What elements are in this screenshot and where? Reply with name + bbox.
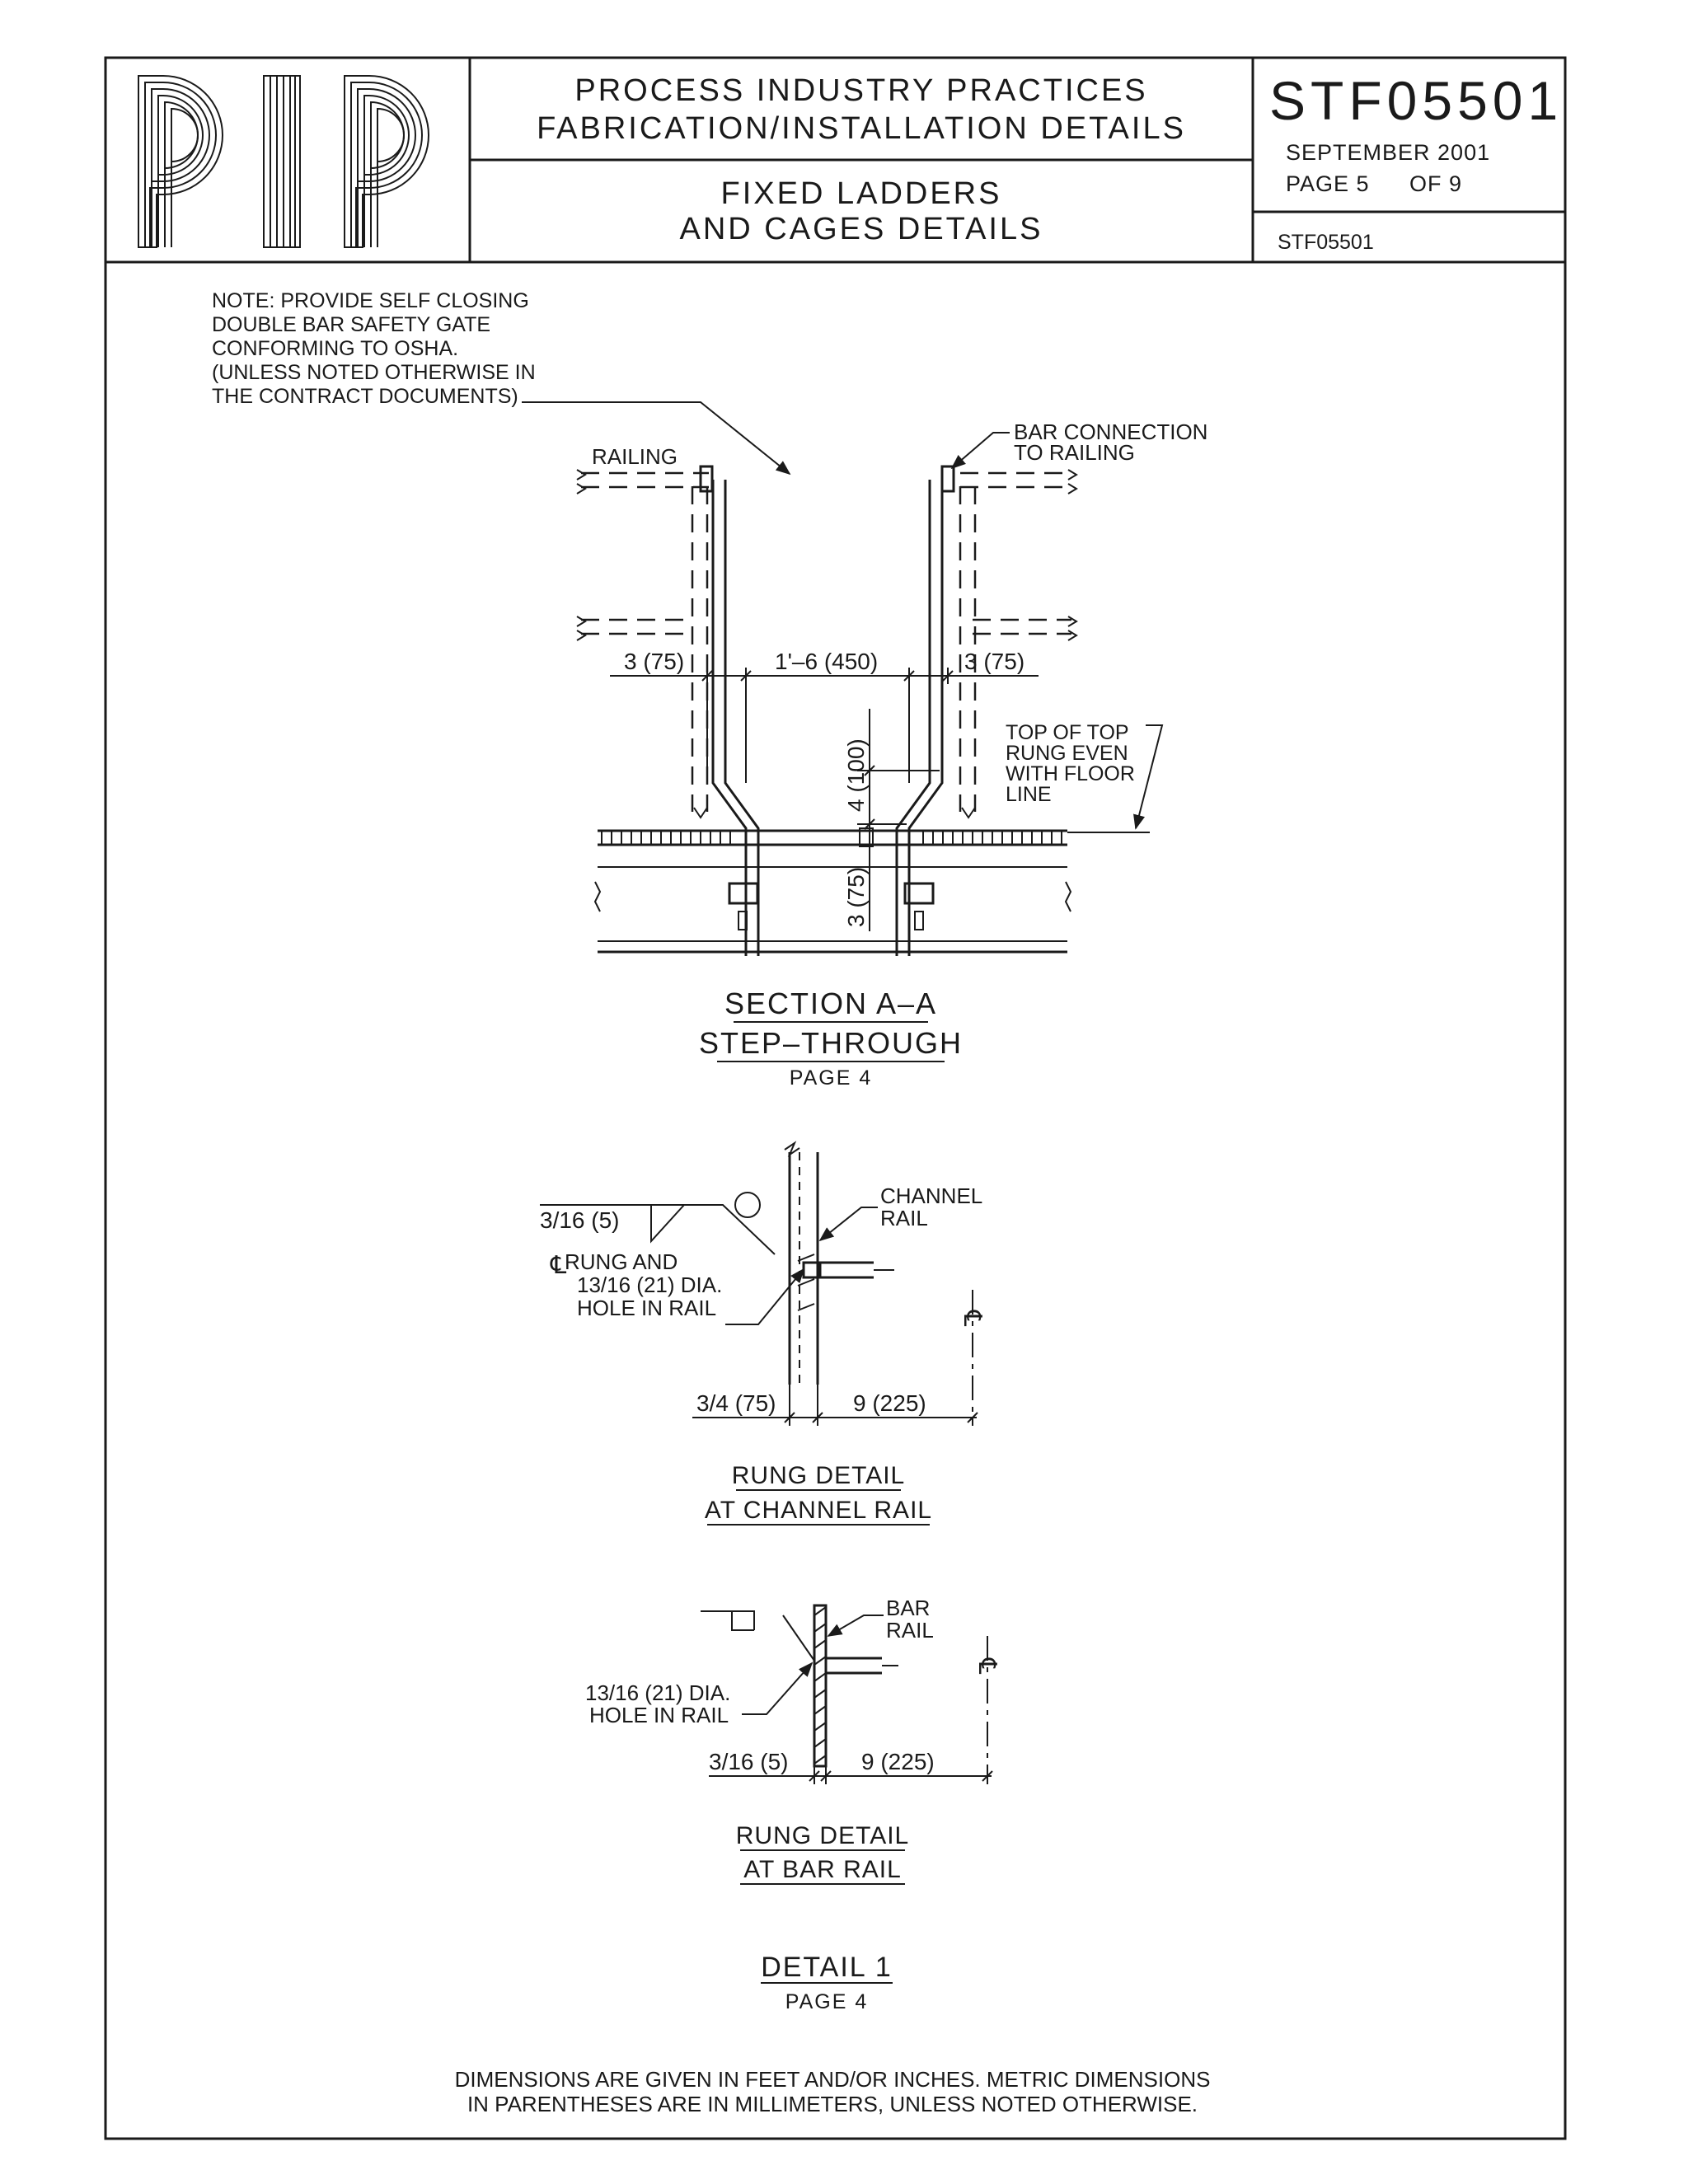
detail1-title: DETAIL 1 [761,1952,893,1983]
bar-title-2: AT BAR RAIL [743,1856,902,1883]
sec-dim-vert-lower: 3 (75) [843,867,869,927]
doc-number-small: STF05501 [1278,231,1374,254]
sheet-border [104,56,1567,2140]
detail1-page-ref: PAGE 4 [785,1990,868,2013]
org-line-1: PROCESS INDUSTRY PRACTICES [574,73,1147,108]
section-page-ref: PAGE 4 [790,1066,872,1090]
bar-connection-line-1: BAR CONNECTION [1014,419,1207,444]
note-line-1: NOTE: PROVIDE SELF CLOSING [212,289,529,312]
sec-dim-center: 1'–6 (450) [775,649,878,674]
top-rung-line-2: RUNG EVEN [1006,742,1128,765]
note-line-5: THE CONTRACT DOCUMENTS) [212,385,518,408]
channel-rail-line-2: RAIL [880,1206,928,1230]
channel-rail-line-1: CHANNEL [880,1183,982,1208]
page-of: OF 9 [1409,171,1462,196]
channel-dim-left: 3/4 (75) [696,1390,776,1416]
org-line-2: FABRICATION/INSTALLATION DETAILS [537,111,1186,146]
sec-dim-right: 3 (75) [964,649,1025,674]
note-line-2: DOUBLE BAR SAFETY GATE [212,313,490,336]
footer-line-2: IN PARENTHESES ARE IN MILLIMETERS, UNLES… [467,2092,1198,2116]
logo-letter-p-right [344,75,429,248]
doc-number: STF05501 [1269,70,1563,131]
section-aa-drawing: 3 (75) 1'–6 (450) 3 (75) 4 (100) 3 (75) [576,465,1164,956]
bar-title-1: RUNG DETAIL [736,1822,909,1849]
subject-line-2: AND CAGES DETAILS [680,212,1043,246]
top-rung-line-1: TOP OF TOP [1006,721,1129,744]
sec-dim-left: 3 (75) [624,649,684,674]
rung-channel-drawing [540,1141,978,1426]
rung-bar-drawing [701,1604,993,1784]
footer-line-1: DIMENSIONS ARE GIVEN IN FEET AND/OR INCH… [455,2067,1211,2092]
subject-line-1: FIXED LADDERS [721,176,1002,211]
pip-logo [138,75,429,248]
note-line-4: (UNLESS NOTED OTHERWISE IN [212,361,536,384]
sec-dim-vert-upper: 4 (100) [843,738,869,812]
section-subtitle: STEP–THROUGH [699,1026,963,1060]
bar-rail-line-2: RAIL [886,1618,934,1643]
bar-dim-right: 9 (225) [861,1749,935,1774]
logo-letter-i [263,75,301,248]
logo-letter-p-left [138,75,223,248]
title-block: PROCESS INDUSTRY PRACTICES FABRICATION/I… [106,58,1565,264]
channel-cl-symbol: ℄ [959,1310,986,1326]
note-leader [522,401,791,476]
bar-hole-line-1: 13/16 (21) DIA. [585,1680,730,1705]
channel-dim-right: 9 (225) [853,1390,926,1416]
top-rung-line-3: WITH FLOOR [1006,762,1135,785]
bar-connection-line-2: TO RAILING [1014,440,1135,465]
doc-date: SEPTEMBER 2001 [1286,140,1490,165]
rung-hole-line-1: RUNG AND [565,1249,678,1274]
page-label: PAGE 5 [1286,171,1370,196]
weld-size: 3/16 (5) [540,1207,620,1233]
channel-title-2: AT CHANNEL RAIL [705,1497,932,1524]
bar-hole-line-2: HOLE IN RAIL [589,1703,729,1727]
note-block: NOTE: PROVIDE SELF CLOSING DOUBLE BAR SA… [212,289,791,476]
rung-hole-line-3: HOLE IN RAIL [577,1296,716,1320]
channel-title-1: RUNG DETAIL [732,1462,905,1489]
note-line-3: CONFORMING TO OSHA. [212,337,458,360]
bar-rail-line-1: BAR [886,1596,930,1620]
rung-hole-line-2: 13/16 (21) DIA. [577,1272,722,1297]
bar-cl-symbol: ℄ [973,1657,1001,1674]
top-rung-line-4: LINE [1006,783,1052,806]
section-title: SECTION A–A [724,987,937,1020]
rung-cl-symbol: ℄ [550,1252,566,1279]
railing-label: RAILING [592,444,678,469]
bar-dim-left: 3/16 (5) [709,1749,789,1774]
